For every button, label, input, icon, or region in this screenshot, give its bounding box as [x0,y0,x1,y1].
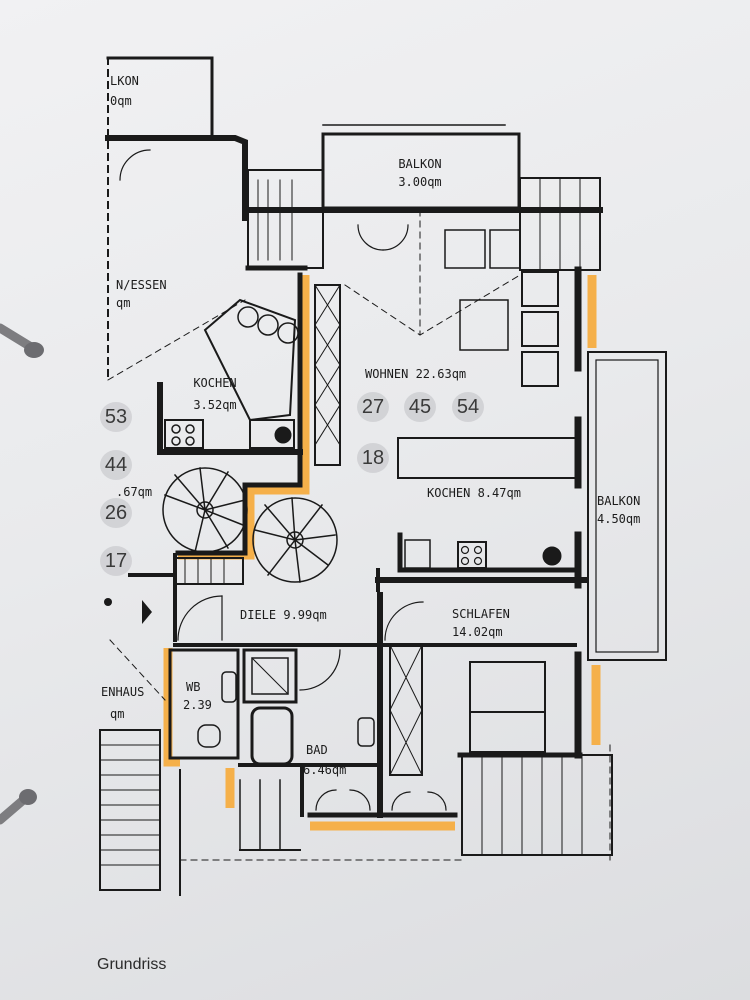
kochen-small-area: 3.52qm [193,398,237,412]
circle-number: 18 [357,443,389,473]
circle-number: 45 [404,392,436,422]
circle-number: 54 [452,392,484,422]
circle-number: 17 [100,546,132,576]
balkon-left-area: 0qm [110,94,132,108]
wc-name: WB [186,680,201,694]
bad-area: 6.46qm [303,763,347,777]
caption: Grundriss [97,956,167,973]
circle-number: 44 [100,450,132,480]
balkon-left-name: LKON [110,74,139,88]
balkon-right-name: BALKON [597,494,641,508]
treppenhaus-name: ENHAUS [101,685,145,699]
essen-area: qm [116,296,131,310]
circle-number: 26 [100,498,132,528]
kochen-large-label: KOCHEN 8.47qm [427,486,521,500]
schlafen-area: 14.02qm [452,625,503,639]
bad-name: BAD [306,743,328,757]
balkon-top-area: 3.00qm [398,175,442,189]
circle-number: 27 [357,392,389,422]
walls [99,56,667,896]
essen-name: N/ESSEN [116,278,167,292]
north-arrow-icon [142,600,152,624]
balkon-right-area: 4.50qm [597,512,641,526]
partial-area-label: .67qm [116,485,153,499]
circle-number: 53 [100,402,132,432]
kochen-small-name: KOCHEN [193,376,237,390]
wc-area: 2.39 [183,698,212,712]
schlafen-name: SCHLAFEN [452,607,510,621]
diele-label: DIELE 9.99qm [240,608,327,622]
balkon-top-name: BALKON [398,157,442,171]
binder-rings [0,323,44,825]
wohnen-label: WOHNEN 22.63qm [365,367,467,381]
treppenhaus-area: qm [110,707,125,721]
